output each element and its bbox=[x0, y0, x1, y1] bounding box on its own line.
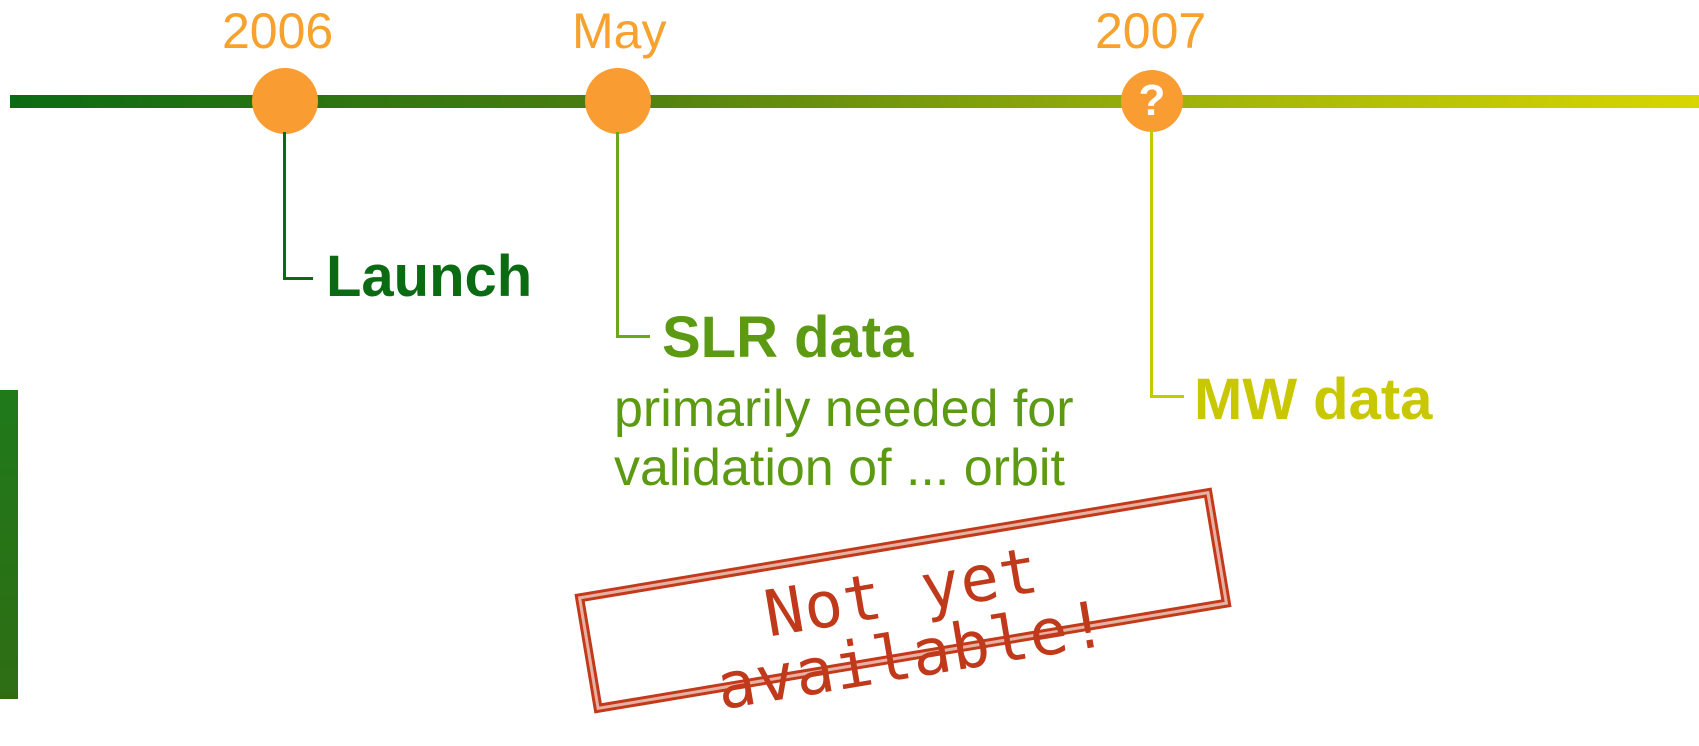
left-accent-bar bbox=[0, 390, 18, 699]
mw-connector-vertical bbox=[1150, 130, 1153, 398]
mw-data-label: MW data bbox=[1194, 367, 1433, 432]
slr-data-label: SLR data bbox=[662, 305, 914, 370]
not-available-stamp: Not yet available! bbox=[574, 487, 1232, 725]
marker-launch bbox=[252, 68, 318, 134]
launch-connector-vertical bbox=[283, 132, 286, 280]
timeline-axis bbox=[10, 95, 1699, 108]
marker-slr bbox=[585, 68, 651, 134]
year-label-2007: 2007 bbox=[1095, 3, 1207, 59]
launch-connector-horizontal bbox=[283, 277, 313, 280]
stamp-text: Not yet available! bbox=[711, 533, 1114, 726]
year-label-may: May bbox=[572, 3, 667, 59]
timeline-diagram: 2006 May 2007 ? Launch SLR data primaril… bbox=[0, 3, 1699, 725]
mw-connector-horizontal bbox=[1150, 395, 1184, 398]
slr-connector-horizontal bbox=[616, 335, 650, 338]
slr-description: primarily needed for validation of ... o… bbox=[614, 380, 1074, 498]
year-label-2006: 2006 bbox=[222, 3, 334, 59]
slr-connector-vertical bbox=[616, 132, 619, 338]
launch-label: Launch bbox=[326, 244, 533, 309]
question-icon: ? bbox=[1121, 70, 1183, 132]
